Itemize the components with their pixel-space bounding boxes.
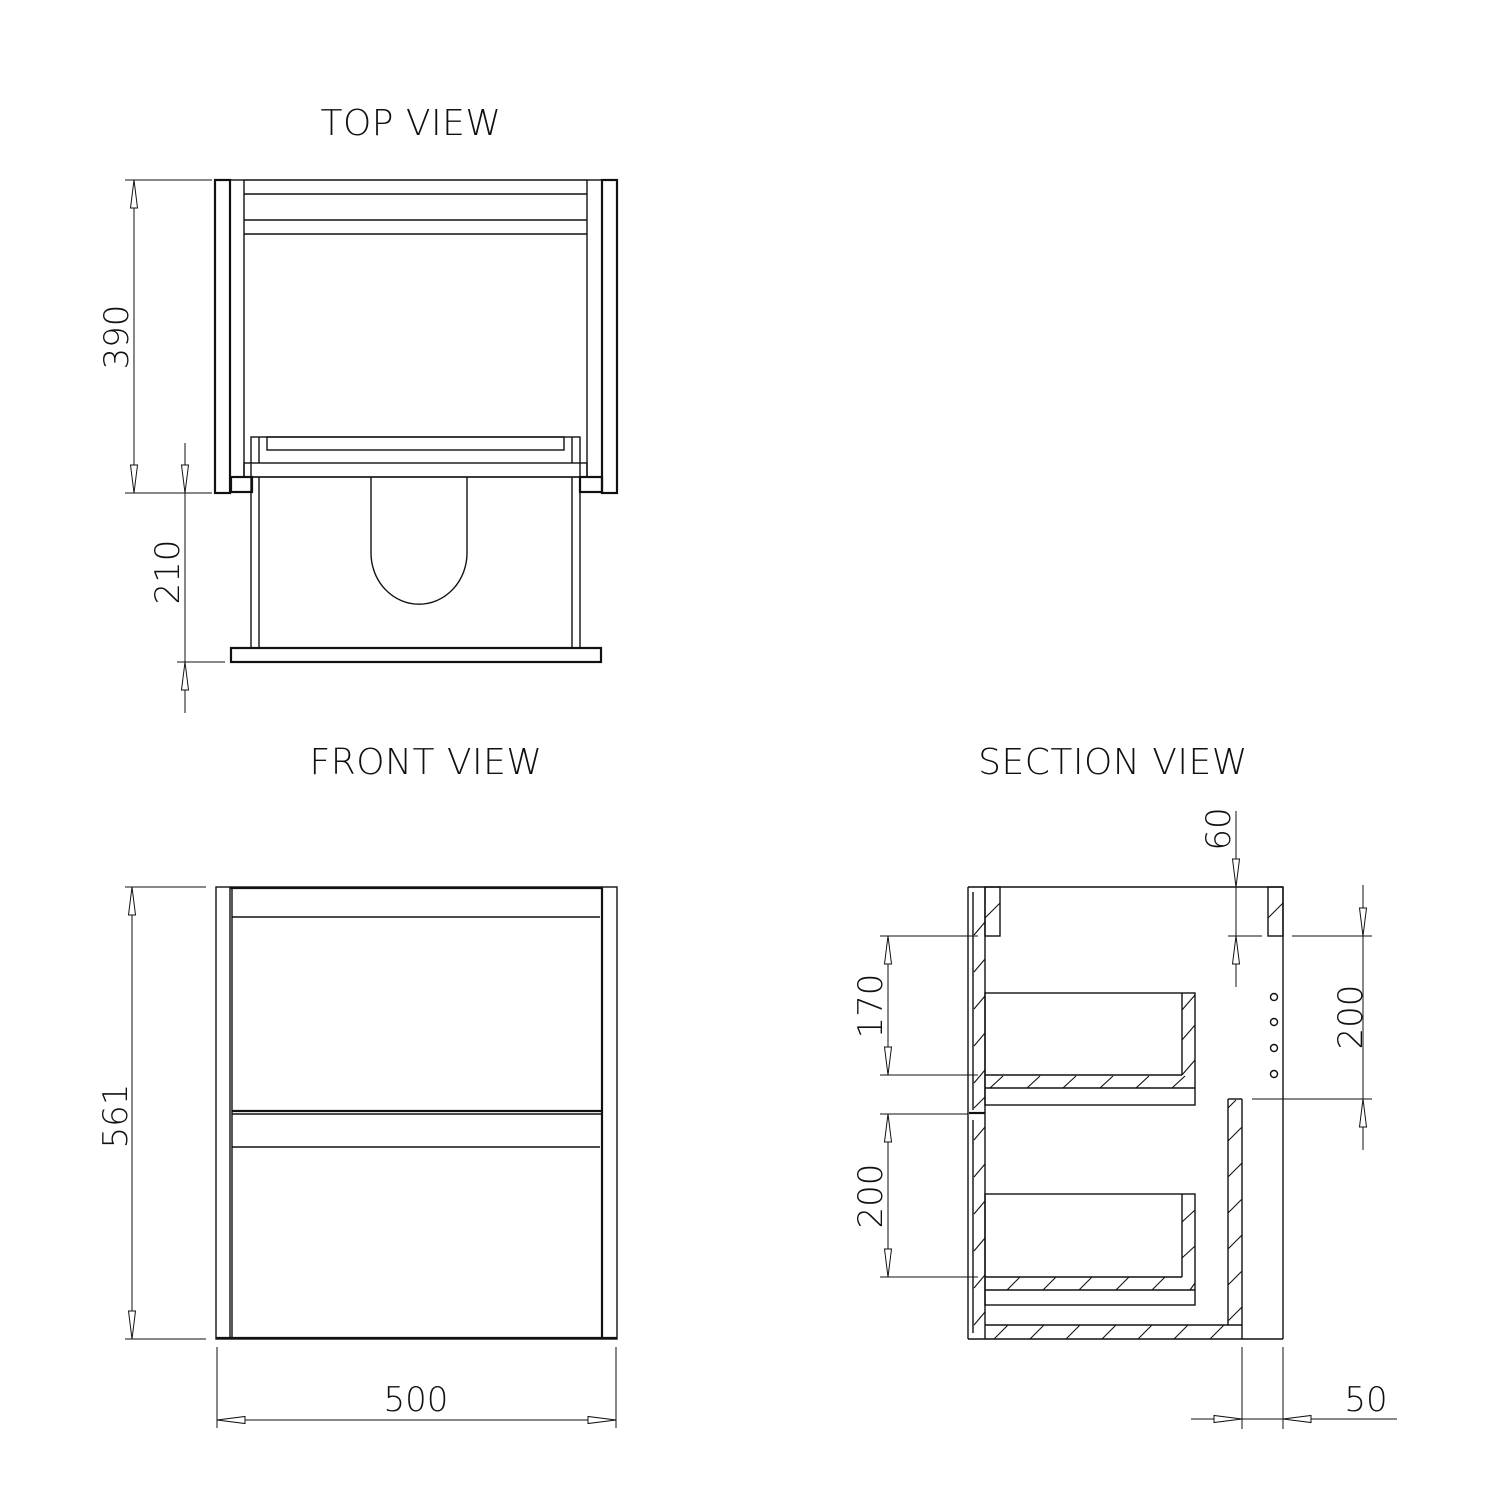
section-view-body xyxy=(967,886,1284,1340)
plumbing-cutout xyxy=(370,477,468,605)
top-view: TOP VIEW xyxy=(97,103,619,713)
dimension-170: 170 xyxy=(851,974,891,1039)
top-view-body xyxy=(213,178,619,664)
section-dimension-back-offset: 50 xyxy=(1191,1347,1397,1429)
front-panel-hatching xyxy=(973,921,986,1326)
dimension-200-lower-drawer: 200 xyxy=(851,1164,891,1229)
front-view-title: FRONT VIEW xyxy=(309,742,542,783)
dimension-210: 210 xyxy=(148,540,188,605)
top-view-dimension-depth: 390 xyxy=(97,179,212,494)
section-dimension-top-rail: 60 xyxy=(1199,807,1262,987)
front-view-dimension-height: 561 xyxy=(96,886,206,1340)
top-view-title: TOP VIEW xyxy=(320,103,501,144)
section-dimension-upper-drawer: 170 xyxy=(851,935,978,1076)
front-view-body xyxy=(215,886,618,1340)
dimension-60: 60 xyxy=(1199,807,1239,850)
front-view: FRONT VIEW 561 xyxy=(96,742,618,1428)
section-dimension-lower-drawer: 200 xyxy=(851,1113,978,1278)
section-dimension-side-opening: 200 xyxy=(1252,885,1372,1150)
dimension-50: 50 xyxy=(1344,1380,1387,1420)
front-view-dimension-width: 500 xyxy=(216,1347,617,1428)
section-view-title: SECTION VIEW xyxy=(978,742,1248,783)
shelf-pin-holes xyxy=(1269,992,1279,1079)
dimension-390: 390 xyxy=(97,305,137,370)
dimension-200-side: 200 xyxy=(1331,985,1371,1050)
top-view-dimension-extension: 210 xyxy=(148,443,225,713)
section-view: SECTION VIEW xyxy=(851,742,1397,1429)
dimension-500: 500 xyxy=(384,1380,449,1420)
dimension-561: 561 xyxy=(96,1084,136,1149)
